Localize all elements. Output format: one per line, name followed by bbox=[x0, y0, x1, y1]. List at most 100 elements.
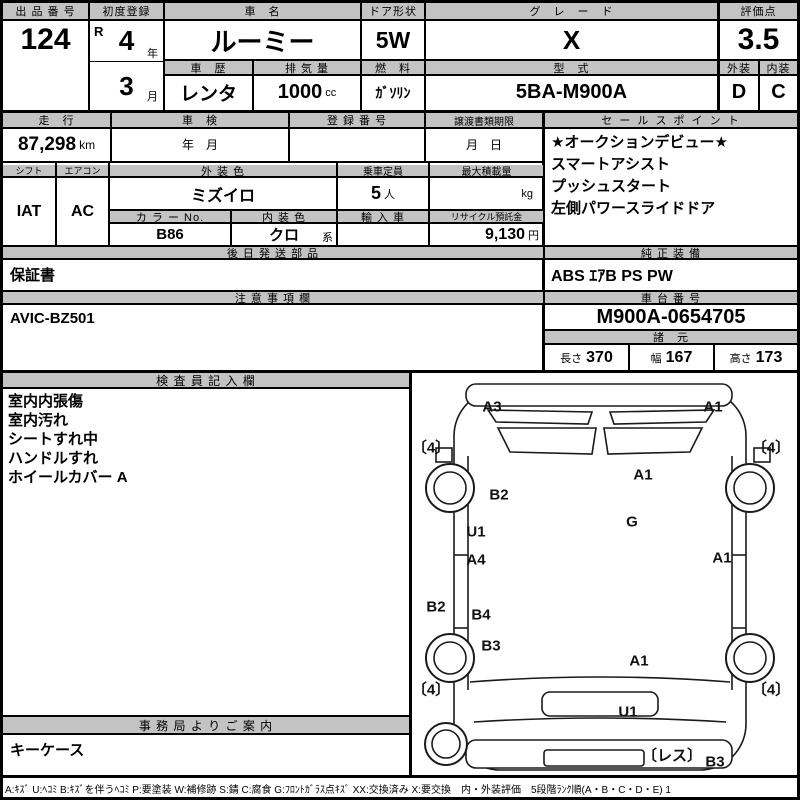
inspector-note: 室内汚れ bbox=[8, 412, 69, 429]
recycle-deposit-value: 9,130 円 bbox=[430, 224, 539, 245]
door-shape-value: 5W bbox=[375, 26, 411, 53]
damage-mark: B3 bbox=[481, 637, 501, 655]
first-registration-header: 初度登録 bbox=[90, 3, 163, 19]
sales-point: 左側パワースライドドア bbox=[551, 200, 716, 217]
inspector-notes-list: 室内内張傷室内汚れシートすれ中ハンドルすれホイールカバー A bbox=[8, 392, 368, 522]
capacity-unit: 人 bbox=[384, 188, 395, 201]
chassis-number-header: 車 台 番 号 bbox=[545, 292, 797, 305]
interior-grade-header: 内装 bbox=[760, 61, 797, 75]
lot-number-header: 出 品 番 号 bbox=[3, 3, 88, 19]
max-load-unit: kg bbox=[521, 187, 533, 200]
displacement-number: 1000 bbox=[277, 81, 323, 103]
width-label: 幅 bbox=[650, 352, 662, 365]
displacement-header: 排 気 量 bbox=[254, 61, 360, 75]
office-notice-value: キーケース bbox=[10, 741, 85, 759]
damage-mark: U1 bbox=[618, 703, 638, 721]
max-load-header: 最大積載量 bbox=[430, 165, 543, 178]
damage-mark: G bbox=[626, 513, 638, 531]
mileage-unit: km bbox=[79, 137, 96, 152]
color-number-header: カ ラ ー No. bbox=[110, 211, 230, 224]
registration-number-header: 登 録 番 号 bbox=[290, 113, 424, 127]
damage-mark: B2 bbox=[426, 598, 446, 616]
damage-mark: A1 bbox=[633, 466, 653, 484]
mileage-number: 87,298 bbox=[17, 133, 77, 155]
exterior-grade-value: D bbox=[731, 81, 747, 103]
recycle-deposit-header: リサイクル預託金 bbox=[430, 211, 543, 222]
damage-mark: B4 bbox=[471, 606, 491, 624]
width-value: 167 bbox=[665, 348, 693, 366]
recycle-unit: 円 bbox=[528, 229, 539, 242]
capacity-value: 5 人 bbox=[338, 178, 428, 209]
capacity-number: 5 bbox=[370, 183, 381, 203]
inspector-note: ハンドルすれ bbox=[8, 450, 99, 467]
aircon-header: エアコン bbox=[57, 165, 108, 176]
sales-points-header: セ ー ル ス ポ イ ン ト bbox=[545, 113, 797, 127]
model-code-value: 5BA-M900A bbox=[515, 81, 628, 103]
history-value: レンタ bbox=[179, 84, 237, 105]
sales-point: ★オークションデビュー★ bbox=[551, 134, 728, 151]
damage-mark: A1 bbox=[703, 398, 723, 416]
history-header: 車 歴 bbox=[165, 61, 252, 75]
aircon-value: AC bbox=[70, 202, 95, 220]
later-shipped-parts-header: 後 日 発 送 部 品 bbox=[3, 247, 543, 260]
office-notice-header: 事 務 局 よ り ご 案 内 bbox=[3, 717, 409, 733]
height-label: 高さ bbox=[729, 352, 752, 365]
color-number-value: B86 bbox=[156, 226, 184, 243]
inspector-note: ホイールカバー A bbox=[8, 469, 128, 486]
exterior-color-value: ミズイロ bbox=[190, 187, 255, 205]
transfer-deadline-header: 譲渡書類期限 bbox=[426, 113, 542, 128]
height-cell: 高さ 173 bbox=[715, 345, 797, 370]
first-reg-month-unit: 月 bbox=[147, 91, 158, 103]
length-label: 長さ bbox=[560, 352, 583, 365]
inspector-note: 室内内張傷 bbox=[8, 393, 84, 410]
exterior-color-header: 外 装 色 bbox=[110, 165, 336, 178]
shift-value: IAT bbox=[16, 202, 42, 220]
damage-mark: A1 bbox=[712, 549, 732, 567]
damage-mark: 〔レス〕 bbox=[641, 747, 703, 765]
damage-mark: U1 bbox=[466, 523, 486, 541]
length-value: 370 bbox=[586, 348, 613, 366]
later-shipped-parts-value: 保証書 bbox=[10, 266, 56, 284]
sales-point: プッシュスタート bbox=[551, 178, 672, 195]
damage-mark: 〔4〕 bbox=[411, 439, 451, 457]
recycle-number: 9,130 bbox=[484, 225, 525, 243]
genuine-equipment-value: ABS ｴｱB PS PW bbox=[551, 268, 673, 285]
transfer-deadline-value: 月 日 bbox=[465, 138, 502, 152]
interior-grade-value: C bbox=[771, 81, 786, 103]
first-reg-era: R bbox=[94, 24, 104, 39]
inspection-header: 車 検 bbox=[112, 113, 288, 127]
caution-notes-value: AVIC-BZ501 bbox=[10, 309, 95, 327]
shift-header: シフト bbox=[3, 165, 55, 176]
interior-color-suffix: 系 bbox=[322, 232, 333, 244]
width-cell: 幅 167 bbox=[630, 345, 713, 370]
car-name-value: ルーミー bbox=[210, 26, 315, 57]
damage-mark: 〔4〕 bbox=[751, 681, 791, 699]
interior-color-value: クロ bbox=[268, 227, 299, 244]
exterior-grade-header: 外装 bbox=[720, 61, 758, 75]
inspection-value: 年 月 bbox=[181, 138, 218, 152]
sales-point: スマートアシスト bbox=[551, 156, 670, 173]
displacement-value: 1000 cc bbox=[254, 76, 360, 109]
displacement-unit: cc bbox=[325, 86, 337, 99]
inspector-note: シートすれ中 bbox=[8, 431, 99, 448]
grade-value: X bbox=[562, 24, 581, 55]
grade-header: グ レ ー ド bbox=[426, 3, 717, 19]
mileage-value: 87,298 km bbox=[3, 129, 110, 160]
lot-number-value: 124 bbox=[20, 23, 71, 56]
capacity-header: 乗車定員 bbox=[338, 165, 428, 178]
import-header: 輸 入 車 bbox=[338, 211, 428, 224]
first-reg-year-unit: 年 bbox=[147, 48, 158, 60]
first-reg-month: 3 bbox=[119, 70, 134, 101]
fuel-header: 燃 料 bbox=[362, 61, 424, 75]
sales-points-list: ★オークションデビュー★ スマートアシストプッシュスタート左側パワースライドドア bbox=[551, 132, 795, 244]
legend-text: A:ｷｽﾞ U:ﾍｺﾐ B:ｷｽﾞを伴うﾍｺﾐ P:要塗装 W:補修跡 S:錆 … bbox=[5, 784, 671, 796]
mileage-header: 走 行 bbox=[3, 113, 110, 127]
interior-color-header: 内 装 色 bbox=[232, 211, 336, 224]
fuel-value: ｶﾞｿﾘﾝ bbox=[375, 84, 411, 101]
score-header: 評価点 bbox=[720, 3, 797, 19]
inspector-notes-header: 検 査 員 記 入 欄 bbox=[3, 373, 409, 388]
door-shape-header: ドア形状 bbox=[362, 3, 424, 19]
model-code-header: 型 式 bbox=[426, 61, 717, 75]
length-cell: 長さ 370 bbox=[545, 345, 628, 370]
